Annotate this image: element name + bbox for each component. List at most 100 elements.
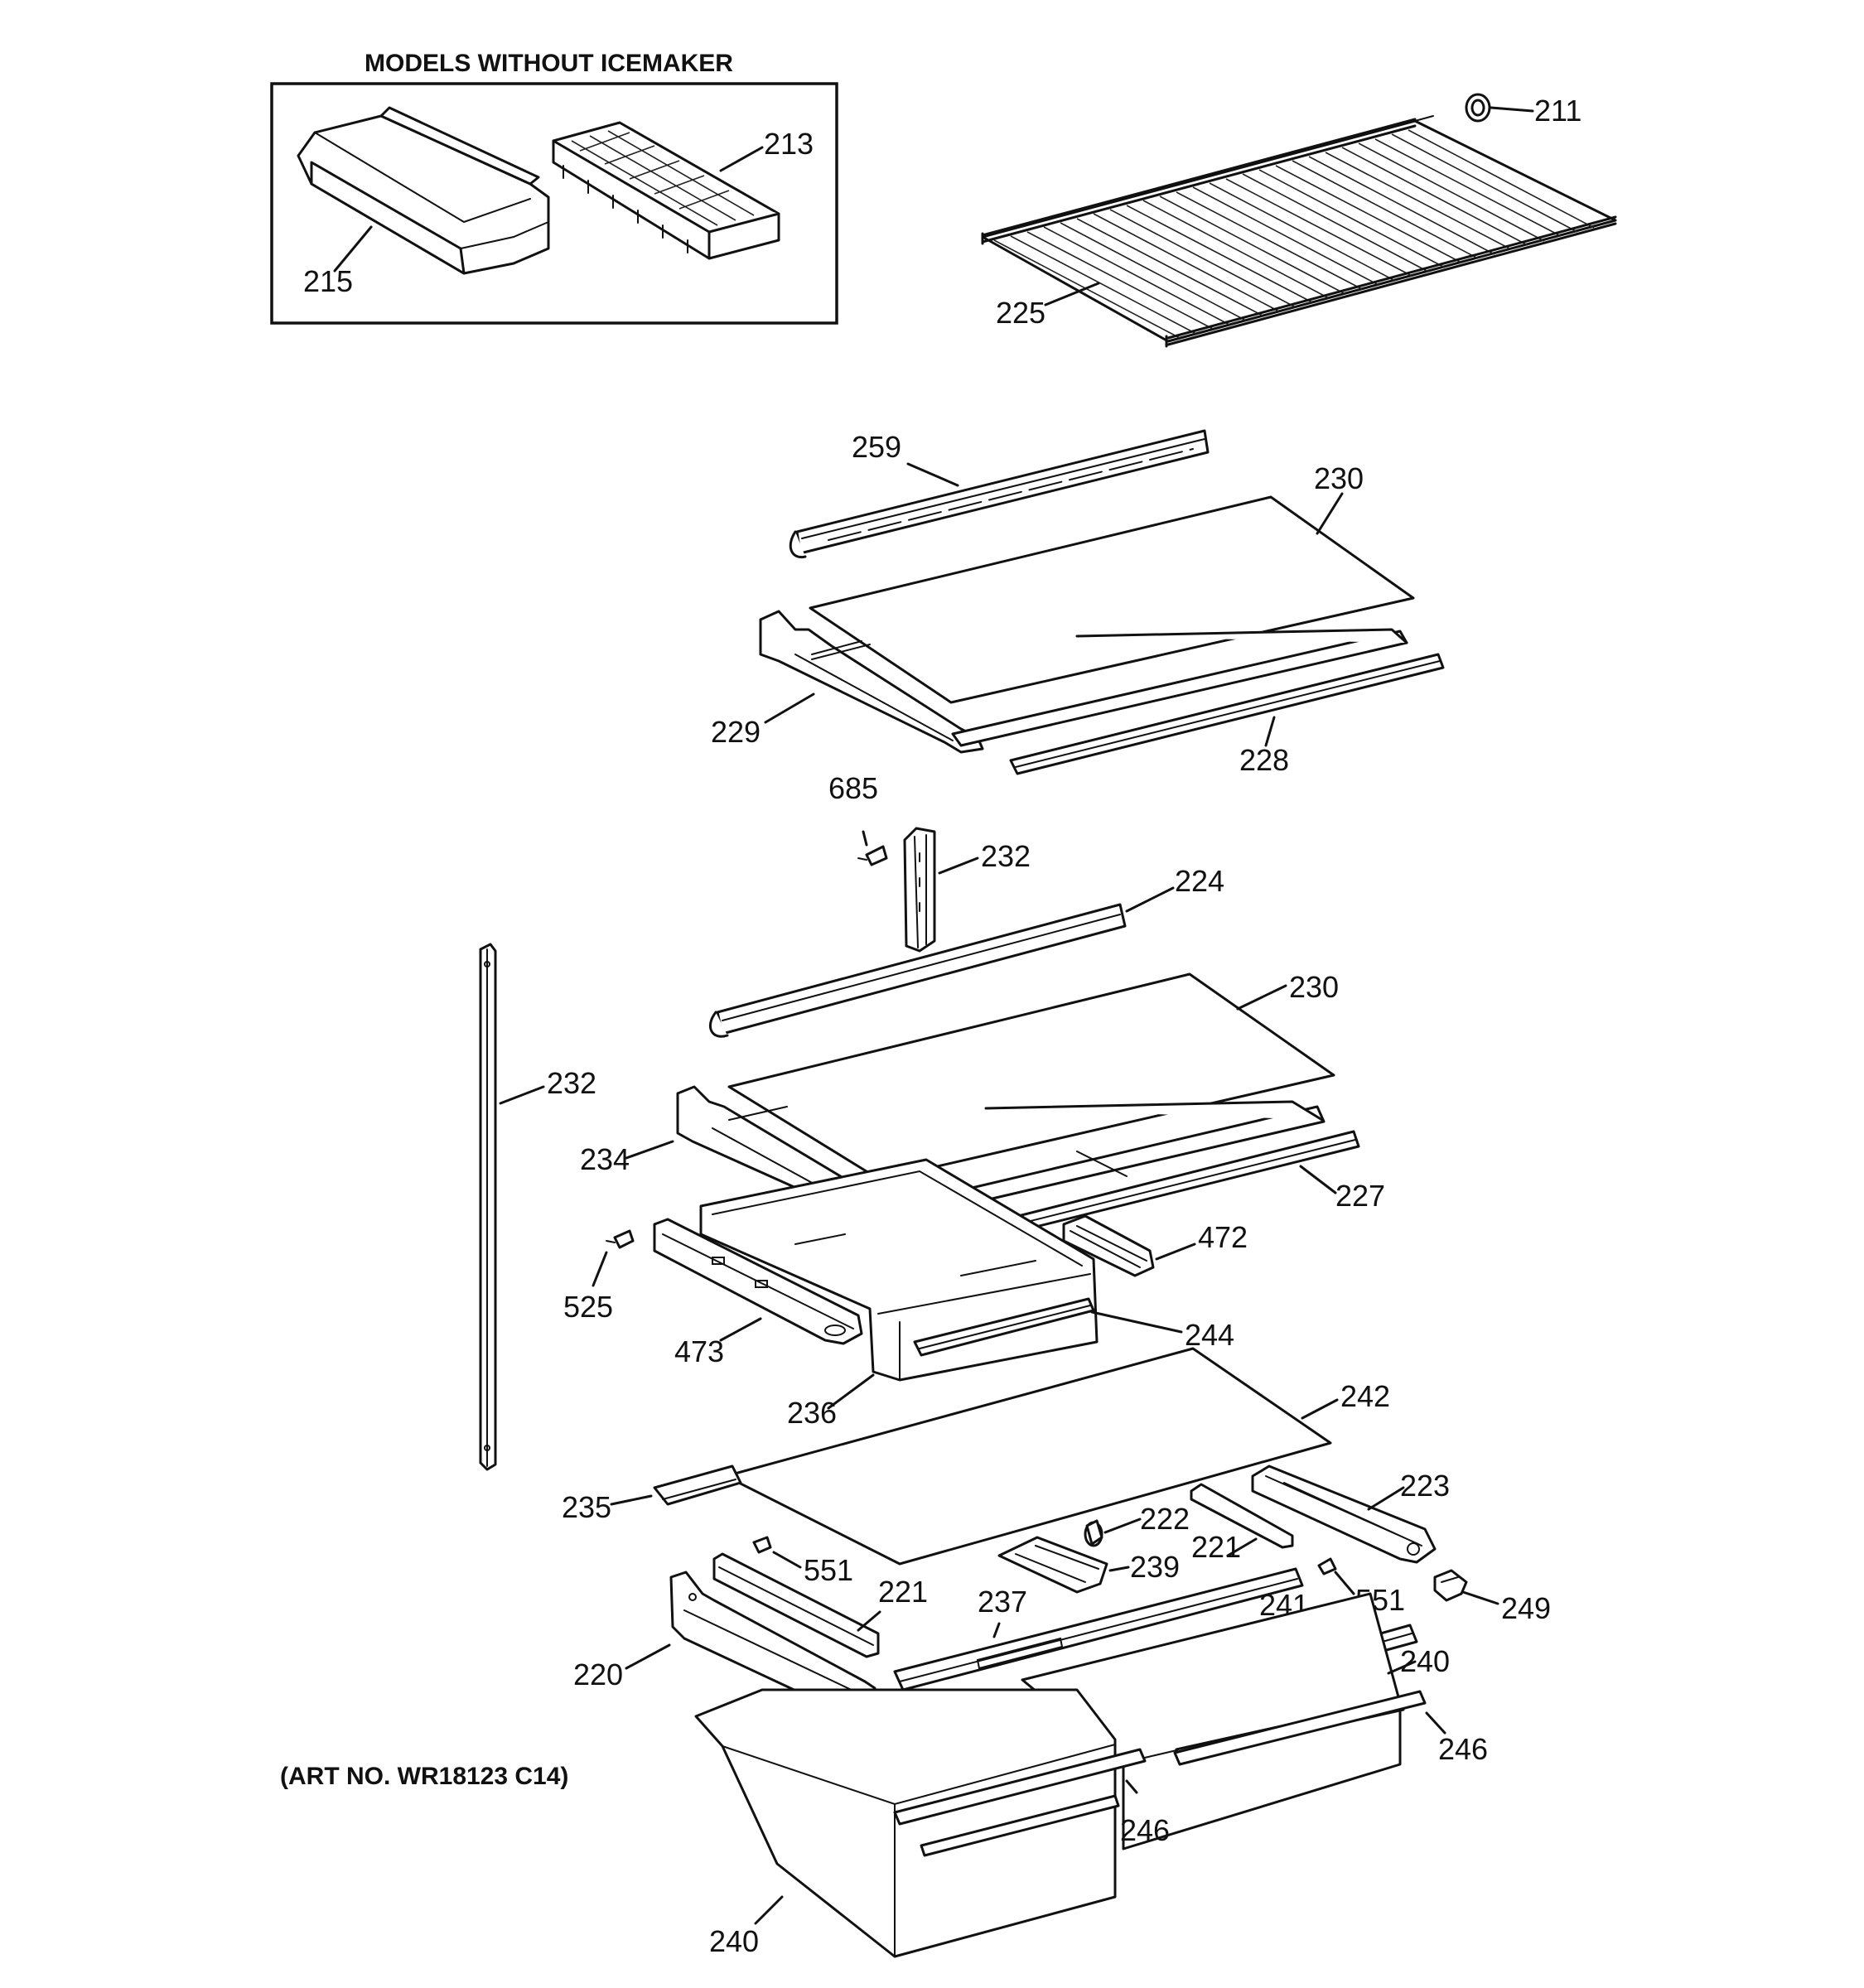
leader-236 bbox=[827, 1373, 875, 1410]
part-211-bumper bbox=[1465, 93, 1491, 123]
callout-215: 215 bbox=[303, 264, 353, 298]
leader-225 bbox=[1044, 282, 1100, 306]
callout-525: 525 bbox=[563, 1290, 613, 1324]
part-473-slide-left bbox=[653, 1218, 863, 1345]
part-239-bracket bbox=[997, 1536, 1108, 1594]
part-213-ice-tray bbox=[552, 121, 780, 260]
icemaker-inset: MODELS WITHOUT ICEMAKER 215 213 bbox=[270, 50, 838, 325]
part-215-ice-bin bbox=[297, 106, 550, 275]
callout-228: 228 bbox=[1239, 743, 1289, 777]
part-244-drawer-trim bbox=[913, 1297, 1095, 1357]
leader-227 bbox=[1299, 1165, 1337, 1194]
callout-472: 472 bbox=[1198, 1220, 1248, 1254]
part-551-screw-left bbox=[752, 1536, 772, 1554]
part-232-rail-mid bbox=[903, 827, 936, 953]
part-525-screw bbox=[606, 1229, 635, 1249]
callout-213: 213 bbox=[764, 127, 814, 161]
leader-240-left bbox=[754, 1895, 784, 1925]
callout-246-left: 246 bbox=[1120, 1813, 1170, 1847]
leader-473 bbox=[719, 1317, 762, 1342]
leader-224 bbox=[1125, 886, 1175, 913]
part-225-wire-shelf bbox=[981, 115, 1617, 348]
callout-685: 685 bbox=[828, 771, 878, 805]
part-259-shelf-trim bbox=[789, 429, 1210, 559]
callout-235: 235 bbox=[562, 1490, 611, 1524]
leader-221-right bbox=[1226, 1537, 1258, 1557]
callout-237: 237 bbox=[978, 1585, 1027, 1619]
part-246-handle-right bbox=[1173, 1690, 1427, 1766]
callout-221-right: 221 bbox=[1191, 1530, 1241, 1564]
callout-239: 239 bbox=[1130, 1550, 1180, 1584]
leader-237 bbox=[992, 1622, 1001, 1638]
part-222-roller bbox=[1084, 1519, 1103, 1547]
leader-215 bbox=[333, 225, 373, 273]
art-number: (ART NO. WR18123 C14) bbox=[280, 1763, 568, 1790]
part-223-support-rail bbox=[1251, 1464, 1437, 1564]
callout-230-mid: 230 bbox=[1289, 970, 1339, 1004]
callout-551-left: 551 bbox=[804, 1553, 853, 1587]
part-249-cam bbox=[1433, 1569, 1468, 1602]
callout-249: 249 bbox=[1501, 1591, 1551, 1625]
leader-230-top bbox=[1316, 492, 1344, 535]
leader-239 bbox=[1108, 1566, 1130, 1572]
callout-221-left: 221 bbox=[878, 1575, 928, 1609]
leader-246-right bbox=[1425, 1711, 1446, 1735]
callout-240-left: 240 bbox=[709, 1924, 759, 1958]
part-221-right-support bbox=[1190, 1483, 1294, 1549]
callout-224: 224 bbox=[1175, 864, 1224, 898]
callout-230-top: 230 bbox=[1314, 461, 1364, 495]
callout-229: 229 bbox=[711, 715, 761, 749]
leader-259 bbox=[906, 462, 959, 487]
part-237-crisper-front-rail bbox=[893, 1567, 1304, 1691]
leader-235 bbox=[610, 1494, 653, 1506]
leader-230-mid bbox=[1236, 984, 1287, 1011]
part-232-rail-left bbox=[479, 943, 497, 1471]
part-228-shelf-trim bbox=[1009, 653, 1445, 775]
callout-236: 236 bbox=[787, 1396, 837, 1430]
part-246-handle-left bbox=[893, 1748, 1147, 1826]
leader-211 bbox=[1490, 106, 1534, 113]
leader-221-left bbox=[857, 1610, 881, 1632]
leader-223 bbox=[1367, 1486, 1405, 1511]
leader-472 bbox=[1155, 1242, 1196, 1261]
callout-473: 473 bbox=[674, 1334, 724, 1368]
callout-242: 242 bbox=[1340, 1379, 1390, 1413]
leader-525 bbox=[592, 1251, 608, 1287]
callout-232-mid: 232 bbox=[981, 839, 1031, 873]
callout-223: 223 bbox=[1400, 1469, 1450, 1503]
leader-229 bbox=[764, 692, 815, 724]
part-242-crisper-glass bbox=[724, 1347, 1332, 1566]
leader-246-left bbox=[1125, 1779, 1138, 1794]
part-230-glass-shelf-mid bbox=[727, 972, 1335, 1181]
callout-240-right: 240 bbox=[1400, 1644, 1450, 1678]
leader-242 bbox=[1301, 1398, 1339, 1420]
callout-220: 220 bbox=[573, 1657, 623, 1691]
part-221-left-support bbox=[712, 1552, 880, 1658]
part-685-screw bbox=[857, 845, 888, 866]
leader-234 bbox=[625, 1140, 674, 1160]
part-224-shelf-trim bbox=[709, 903, 1127, 1038]
callout-225: 225 bbox=[996, 296, 1045, 330]
callout-246-right: 246 bbox=[1438, 1732, 1488, 1766]
part-235-support bbox=[653, 1464, 742, 1506]
callout-259: 259 bbox=[852, 430, 901, 464]
callout-244: 244 bbox=[1185, 1318, 1234, 1352]
part-230-glass-shelf-top bbox=[809, 495, 1415, 704]
leader-249 bbox=[1461, 1590, 1499, 1605]
leader-551-left bbox=[772, 1551, 802, 1569]
inset-title: MODELS WITHOUT ICEMAKER bbox=[365, 50, 733, 77]
callout-232-left: 232 bbox=[547, 1066, 596, 1100]
leader-685 bbox=[862, 830, 868, 847]
inset-frame bbox=[270, 82, 838, 325]
leader-244 bbox=[1090, 1310, 1183, 1334]
callout-227: 227 bbox=[1335, 1179, 1385, 1213]
part-551-screw-right bbox=[1317, 1557, 1337, 1575]
leader-232-mid bbox=[938, 856, 979, 875]
leader-228 bbox=[1264, 716, 1276, 747]
leader-220 bbox=[625, 1643, 671, 1670]
leader-551-right bbox=[1334, 1571, 1355, 1595]
leader-240-right bbox=[1387, 1660, 1417, 1675]
callout-222: 222 bbox=[1140, 1502, 1190, 1536]
leader-222 bbox=[1103, 1518, 1142, 1534]
